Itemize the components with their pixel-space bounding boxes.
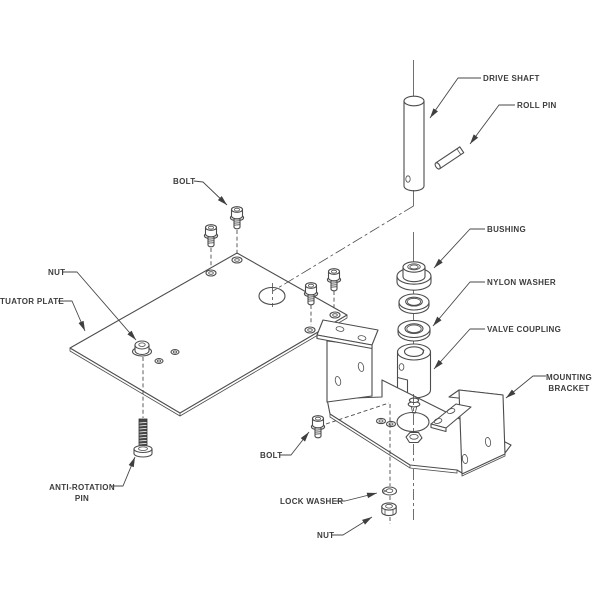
plate-bolt-hole [231,256,243,264]
bolt-part [229,206,245,230]
label-actuator-plate: TUATOR PLATE [0,297,64,306]
nylon-washer-part [397,319,431,342]
label-anti-rotation-line2: PIN [75,494,89,503]
leader-actuator-plate [58,300,86,332]
bracket-base-hole [375,417,397,428]
leader-bolt-lower [280,431,310,456]
label-nut-lower: NUT [317,531,334,540]
leader-lines [58,77,546,536]
lower-nut-part [381,502,397,517]
valve-coupling-part [396,343,432,399]
leader-lock-washer [334,492,378,502]
plate-small-hole [154,358,164,364]
leader-nylon-washer [432,281,485,327]
label-bushing: BUSHING [487,225,526,234]
leader-mounting-bracket [505,375,546,399]
label-mounting-bracket-line1: MOUNTING [546,373,592,382]
plate-nut-part [131,340,153,357]
leader-bushing [433,228,485,269]
leader-nut-lower [332,516,373,536]
leader-nut-upper [63,271,137,341]
lower-bolt-hidden-line [325,402,390,425]
leader-valve-coupling [433,328,485,370]
actuator-plate-part [69,252,348,417]
upper-bolts [203,206,342,325]
label-bolt-lower: BOLT [260,451,282,460]
plate-bolt-hole [304,326,316,334]
label-anti-rotation-line1: ANTI-ROTATION [49,483,115,492]
drive-shaft-part [403,60,425,206]
lock-washer-part [381,486,398,496]
bracket-center-hole [396,411,430,433]
bracket-hex-head-part [405,431,423,444]
nylon-washer-part [398,293,430,315]
label-nut-upper: NUT [48,268,65,277]
label-roll-pin: ROLL PIN [517,101,557,110]
plate-small-hole [170,349,180,355]
label-valve-coupling: VALVE COUPLING [487,325,561,334]
plate-bolt-hole [205,269,217,277]
label-bolt-upper: BOLT [173,177,195,186]
bracket-center-bolt-part [407,397,421,414]
label-mounting-bracket-line2: BRACKET [548,384,589,393]
leader-anti-rotation-pin [112,456,136,487]
label-drive-shaft: DRIVE SHAFT [483,74,540,83]
leader-bolt-upper [193,180,228,206]
leader-drive-shaft [429,77,481,119]
bolt-part [203,224,219,248]
plate-shaft-hole [258,286,286,306]
bolt-part [310,415,326,439]
shaft-centerline [272,205,414,292]
label-lock-washer: LOCK WASHER [280,497,343,506]
leader-roll-pin [469,104,515,145]
label-nylon-washer: NYLON WASHER [487,278,556,287]
plate-bolt-hole [329,311,341,319]
bushing-part [396,261,432,291]
bolt-part [326,268,342,292]
anti-rotation-pin-part [133,357,153,458]
roll-pin-part [434,146,465,170]
mounting-bracket-part [316,319,512,477]
